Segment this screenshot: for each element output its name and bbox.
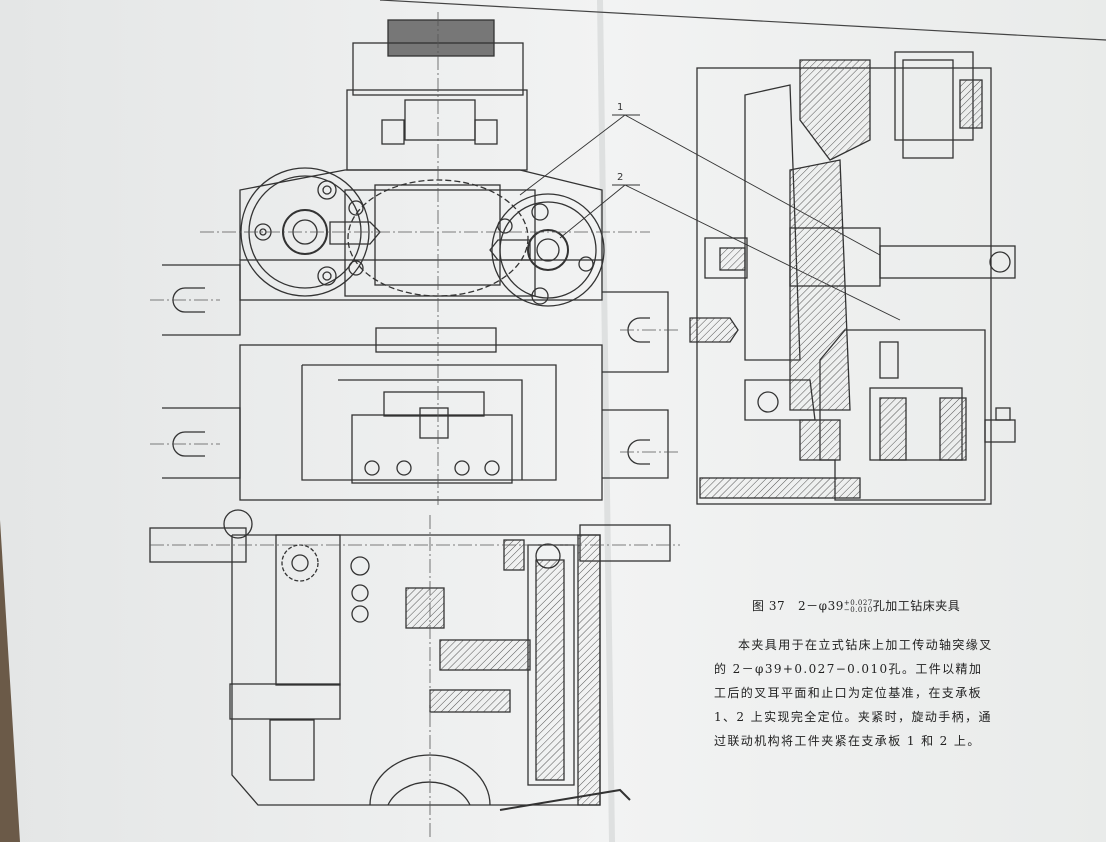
callout-1: 1 [617,102,624,113]
figure-title-prefix: 2－φ39 [798,599,844,613]
figure-number: 图 37 [752,599,786,613]
description-paragraph: 本夹具用于在立式钻床上加工传动轴突缘叉的 2－φ39+0.027−0.010孔。… [714,638,993,748]
tolerance-upper: +0.027 [843,598,873,607]
tolerance: +0.027−0.010 [843,598,873,614]
plan-view-drawing [149,509,671,811]
tolerance-lower: −0.010 [843,605,873,614]
page-fold [597,0,615,842]
side-section-view [689,51,1016,505]
callout-2: 2 [617,172,624,183]
figure-title-suffix: 孔加工钻床夹具 [872,599,961,613]
